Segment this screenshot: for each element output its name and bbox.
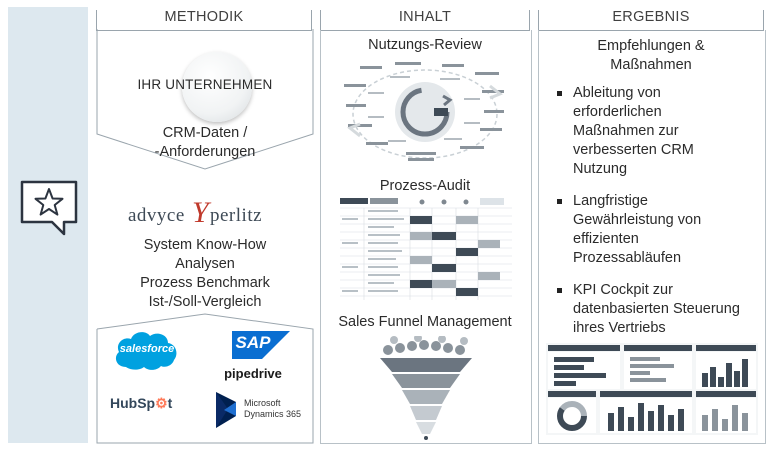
- dynamics-365-text: Dynamics 365: [244, 409, 302, 419]
- dynamics-logo-icon: [216, 392, 236, 428]
- sales-funnel-diagram: [380, 336, 472, 440]
- services-list: System Know-How Analysen Prozess Benchma…: [110, 236, 300, 312]
- sap-logo-text: SAP: [235, 333, 271, 352]
- salesforce-logo-text: salesforce: [119, 343, 175, 355]
- column-header-methodik: METHODIK: [96, 4, 312, 31]
- dynamics-logo-text: Microsoft Dynamics 365: [244, 398, 301, 420]
- bullet-line: Langfristige: [573, 193, 648, 209]
- column-header-ergebnis: ERGEBNIS: [538, 4, 764, 31]
- pipedrive-logo-text: pipedrive: [224, 366, 282, 381]
- hubspot-logo-text: HubSp⚙t: [110, 395, 172, 412]
- process-audit-table: [340, 198, 512, 300]
- bullet-line: Ableitung von: [573, 85, 661, 101]
- sap-logo-shape: [232, 331, 290, 359]
- bullet-line: effizienten: [573, 231, 639, 247]
- bullet-line: Gewährleistung von: [573, 212, 702, 228]
- input-line-1: CRM-Daten /: [162, 125, 248, 141]
- brand-mark: Y: [192, 196, 209, 229]
- input-line-2: -Anforderungen: [154, 144, 256, 160]
- brand-logo: advyce Y perlitz: [128, 196, 278, 229]
- column-methodik: METHODIK: [96, 0, 312, 451]
- section-title-nutzungs-review: Nutzungs-Review: [368, 37, 482, 53]
- bullet-line: verbesserten CRM: [573, 142, 694, 158]
- kpi-dashboard-thumbnail: [546, 343, 758, 435]
- bullet-line: Nutzung: [573, 161, 628, 177]
- bullet-line: erforderlichen: [573, 104, 662, 120]
- crm-input-text: CRM-Daten / -Anforderungen: [110, 124, 300, 162]
- bullet-line: ihres Vertriebs: [573, 320, 666, 336]
- star-speech-bubble-icon: [20, 180, 78, 236]
- result-bullet-item: Ableitung von erforderlichen Maßnahmen z…: [557, 84, 762, 179]
- usage-review-cycle-diagram: [344, 62, 504, 161]
- bullet-line: Maßnahmen zur: [573, 123, 679, 139]
- result-title-line-2: Maßnahmen: [610, 57, 692, 73]
- service-item: Analysen: [175, 256, 235, 272]
- column-inhalt: INHALT: [320, 0, 530, 451]
- result-bullet-list: Ableitung von erforderlichen Maßnahmen z…: [557, 84, 762, 351]
- result-title: Empfehlungen & Maßnahmen: [538, 37, 764, 75]
- column-ergebnis: ERGEBNIS: [538, 0, 764, 451]
- ergebnis-frame: [538, 30, 766, 444]
- sidebar-panel: [8, 7, 88, 443]
- column-header-inhalt: INHALT: [320, 4, 530, 31]
- service-item: System Know-How: [143, 237, 267, 253]
- salesforce-logo-cloud: [115, 332, 177, 370]
- hubspot-text-part2: t: [167, 395, 173, 411]
- company-label: IHR UNTERNEHMEN: [137, 77, 273, 92]
- section-title-sales-funnel: Sales Funnel Management: [338, 314, 512, 330]
- hubspot-text-part1: HubSp: [110, 395, 156, 411]
- bullet-line: KPI Cockpit zur: [573, 282, 673, 298]
- service-item: Prozess Benchmark: [140, 275, 270, 291]
- inhalt-frame: [320, 30, 532, 444]
- brand-name-part1: advyce: [128, 205, 185, 226]
- result-title-line-1: Empfehlungen &: [597, 38, 705, 54]
- brand-name-part2: perlitz: [210, 205, 263, 226]
- microsoft-text: Microsoft: [244, 398, 281, 408]
- bullet-line: datenbasierten Steuerung: [573, 301, 740, 317]
- bullet-line: Prozessabläufen: [573, 250, 682, 266]
- service-item: Ist-/Soll-Vergleich: [148, 294, 262, 310]
- company-circle: [182, 52, 252, 122]
- result-bullet-item: KPI Cockpit zur datenbasierten Steuerung…: [557, 281, 762, 338]
- section-title-prozess-audit: Prozess-Audit: [379, 178, 471, 194]
- hubspot-sprocket-icon: ⚙: [155, 395, 168, 411]
- result-bullet-item: Langfristige Gewährleistung von effizien…: [557, 192, 762, 268]
